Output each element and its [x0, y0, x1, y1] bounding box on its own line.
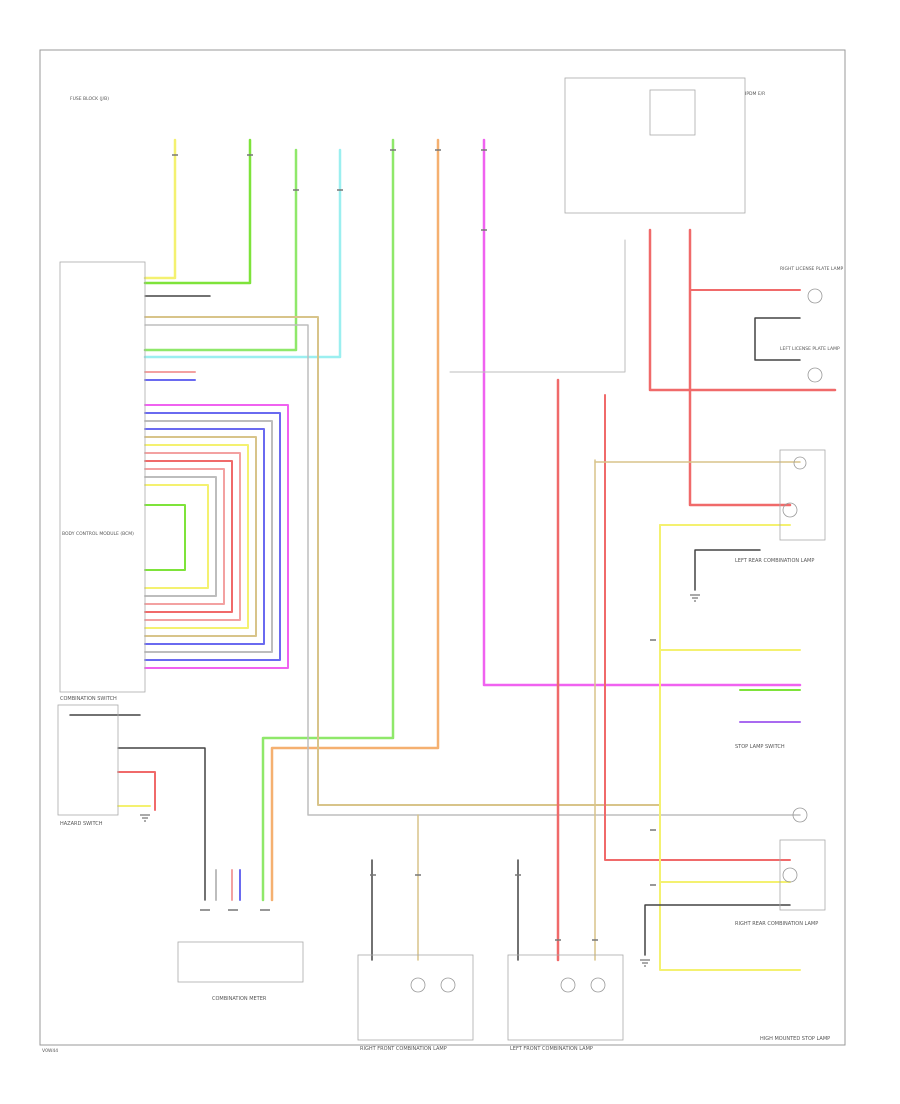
connector-tick — [172, 149, 487, 231]
labels: COMBINATION SWITCH HAZARD SWITCH COMBINA… — [42, 91, 843, 1054]
wire-bundle-green — [144, 504, 186, 571]
wire-hazard-red — [117, 771, 156, 811]
wire-cyan-feed — [143, 148, 342, 359]
grounds — [140, 594, 700, 967]
wire-bundle-blue — [144, 412, 281, 661]
wire-green-feed-1 — [143, 138, 252, 285]
front-right-lamp-box — [357, 954, 474, 1041]
wire-bundle-yellow2 — [144, 484, 209, 589]
wire-bundle-blue2 — [144, 428, 265, 645]
wire-bundle-yellow — [144, 444, 249, 629]
front-left-bulb-2 — [590, 977, 606, 993]
wire-bundle-red — [144, 460, 233, 613]
ground-symbol-3 — [140, 814, 150, 822]
ipdm-box — [564, 77, 746, 214]
license-lamp-right-bulb — [807, 288, 823, 304]
label-hazard-switch: HAZARD SWITCH — [60, 821, 103, 827]
bcm-box — [59, 261, 146, 693]
front-right-bulb-2 — [440, 977, 456, 993]
bulbs — [410, 288, 823, 993]
wire-bundle-gray — [144, 420, 273, 653]
connector-tick — [370, 639, 656, 941]
label-stop-lamp-switch: STOP LAMP SWITCH — [735, 744, 785, 750]
hazard-switch-box — [57, 704, 119, 816]
label-right-front-lamp: RIGHT FRONT COMBINATION LAMP — [360, 1046, 447, 1052]
wire-magenta-stop — [482, 138, 802, 687]
label-combination-switch: COMBINATION SWITCH — [60, 696, 117, 702]
label-ipdm: IPDM E/R — [745, 91, 765, 97]
wire-hazard-black — [117, 747, 206, 901]
wires — [69, 138, 837, 971]
wire-yellow-stop-v — [659, 524, 801, 971]
wire-red-to-tail — [604, 394, 791, 861]
rear-right-bulb — [782, 867, 798, 883]
hmsl-bulb — [792, 807, 808, 823]
right-rear-lamp-box — [779, 839, 826, 911]
left-rear-lamp-box — [779, 449, 826, 541]
wire-black-license — [754, 317, 801, 361]
wire-bundle-pink2 — [144, 468, 225, 605]
wire-gray-long — [144, 324, 801, 816]
label-license-left: LEFT LICENSE PLATE LAMP — [780, 346, 840, 352]
label-fuse-block: FUSE BLOCK (J/B) — [70, 96, 109, 102]
label-combination-meter: COMBINATION METER — [212, 996, 267, 1002]
front-left-lamp-box — [507, 954, 624, 1041]
wire-bundle-pink — [144, 452, 241, 621]
connector-marks — [172, 149, 656, 941]
license-lamp-left-bulb — [807, 367, 823, 383]
wire-green-meter — [261, 138, 395, 902]
front-right-bulb-1 — [410, 977, 426, 993]
footer-code: V0W44 — [42, 1048, 58, 1054]
wire-bundle-gray2 — [144, 476, 217, 597]
relay-box — [649, 89, 696, 136]
front-left-bulb-1 — [560, 977, 576, 993]
wire-black-ground-rl — [694, 549, 761, 591]
wire-tan-long — [144, 316, 661, 816]
wire-red-rear-1 — [648, 228, 837, 392]
label-left-front-lamp: LEFT FRONT COMBINATION LAMP — [510, 1046, 593, 1052]
blocks — [57, 77, 826, 1041]
wire-bundle-magenta — [144, 404, 289, 669]
wire-green-feed-2 — [143, 148, 298, 352]
wire-red-rear-2 — [688, 228, 792, 507]
wire-black-ground-rr — [644, 904, 791, 956]
label-high-mounted-stop: HIGH MOUNTED STOP LAMP — [760, 1036, 830, 1042]
label-bcm: BODY CONTROL MODULE (BCM) — [62, 531, 134, 537]
rear-stop-left-bulb — [782, 502, 798, 518]
wire-orange-meter — [270, 138, 440, 902]
wire-bundle-tan — [144, 436, 257, 637]
label-right-rear-lamp: RIGHT REAR COMBINATION LAMP — [735, 921, 818, 927]
rear-turn-left-bulb — [793, 456, 807, 470]
wire-gray-h — [449, 239, 626, 373]
label-left-rear-lamp: LEFT REAR COMBINATION LAMP — [735, 558, 814, 564]
label-license-right: RIGHT LICENSE PLATE LAMP — [780, 266, 843, 272]
wire-yellow-feed — [143, 138, 177, 280]
diagram-border — [39, 49, 846, 1046]
ground-symbol-2 — [640, 959, 650, 967]
combination-meter-box — [177, 941, 304, 983]
ground-symbol-1 — [690, 594, 700, 602]
